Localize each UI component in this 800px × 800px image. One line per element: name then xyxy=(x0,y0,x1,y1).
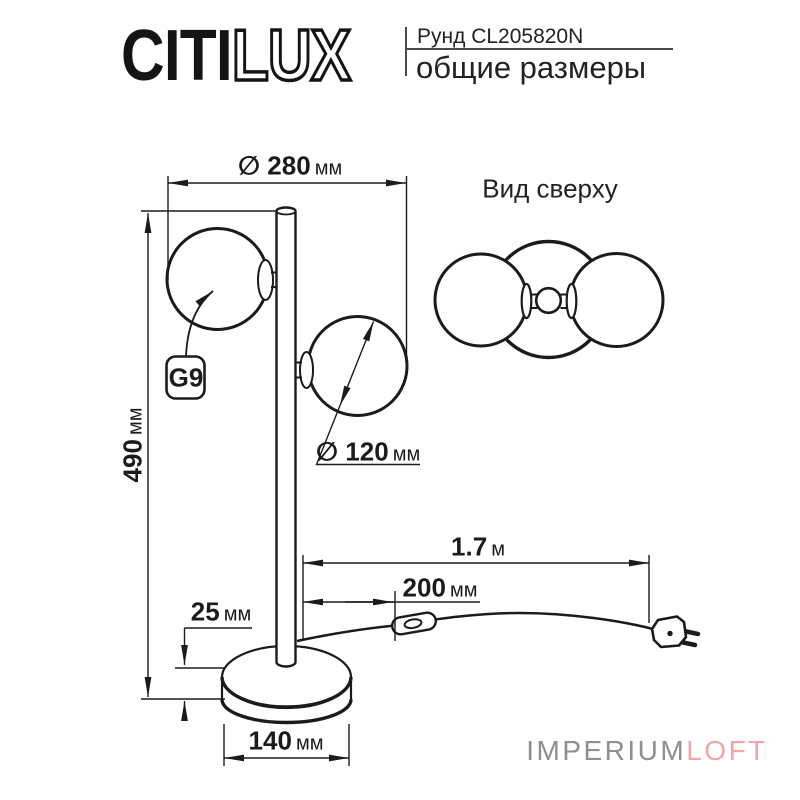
dim-total-width xyxy=(167,176,408,364)
power-plug-icon xyxy=(650,615,701,649)
shade-socket-cup-right xyxy=(299,351,314,389)
lamp-base xyxy=(220,644,353,725)
top-view-right-shade xyxy=(568,252,665,348)
lamp-sphere-right xyxy=(296,315,409,417)
top-view-left-shade xyxy=(433,252,529,348)
top-view-label: Вид сверху xyxy=(482,173,618,204)
dim-label-total-height: 490мм xyxy=(117,407,148,483)
dim-cord-length xyxy=(302,555,650,640)
watermark-second: LOFT xyxy=(686,735,768,766)
inline-switch xyxy=(391,611,437,636)
dim-cord-to-switch xyxy=(303,591,480,641)
top-view-drawing xyxy=(433,239,665,360)
lamp-pole xyxy=(275,206,297,668)
watermark: IMPERIUMLOFT xyxy=(526,735,768,767)
brand-logo: CITILUX xyxy=(121,18,353,94)
lamp-sphere-left xyxy=(165,227,277,331)
dim-shade-diameter xyxy=(315,321,420,466)
power-cord xyxy=(296,611,654,643)
g9-leader-arrow xyxy=(185,290,214,357)
brand-logo-outline: LUX xyxy=(230,16,352,96)
brand-logo-solid: CITI xyxy=(121,16,233,96)
header-separator-vertical xyxy=(405,27,407,76)
watermark-first: IMPERIUM xyxy=(526,735,687,766)
dimension-lines xyxy=(141,176,650,766)
socket-type-label: G9 xyxy=(168,362,204,393)
dim-base-height xyxy=(175,627,252,721)
product-code: Рунд CL205820N xyxy=(417,25,584,48)
g9-callout xyxy=(165,290,214,400)
page-title: общие размеры xyxy=(416,50,647,85)
header-separator-horizontal xyxy=(405,48,673,50)
dim-base-diameter xyxy=(223,724,350,766)
dim-total-height xyxy=(141,210,276,700)
shade-socket-cup-left xyxy=(257,259,274,301)
top-view-pole-circle xyxy=(534,286,563,315)
